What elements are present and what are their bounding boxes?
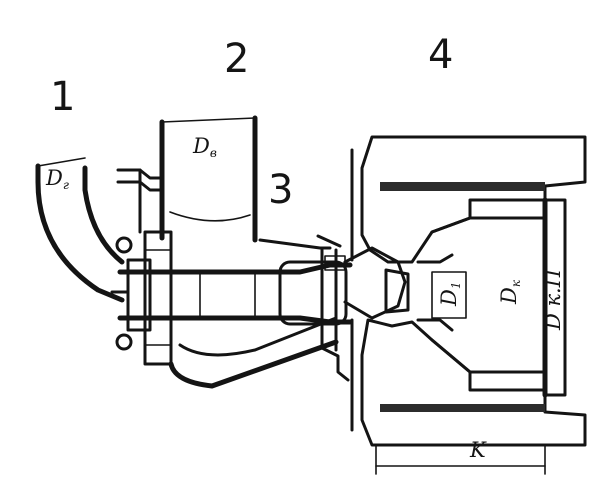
callout-1: 1 — [50, 74, 75, 120]
dimension-dkp: D к.П — [541, 199, 566, 396]
dimension-dkp-label: D к.П — [541, 268, 565, 331]
dimension-dg-label: Dг — [45, 166, 69, 192]
callout-2: 2 — [224, 36, 249, 82]
central-tube — [110, 236, 353, 351]
dimension-dv-label: Dв — [192, 134, 217, 160]
callout-4: 4 — [428, 32, 453, 78]
air-inlet-box — [116, 115, 350, 389]
gas-supply-pipe — [35, 157, 125, 303]
dimension-dk-label: Dк — [497, 279, 523, 305]
furnace-lining — [343, 135, 587, 447]
dimension-k-label: K — [469, 438, 487, 462]
dimension-d1-label: D1 — [437, 282, 463, 307]
dimension-k: K — [375, 438, 546, 475]
callout-3: 3 — [268, 167, 293, 213]
